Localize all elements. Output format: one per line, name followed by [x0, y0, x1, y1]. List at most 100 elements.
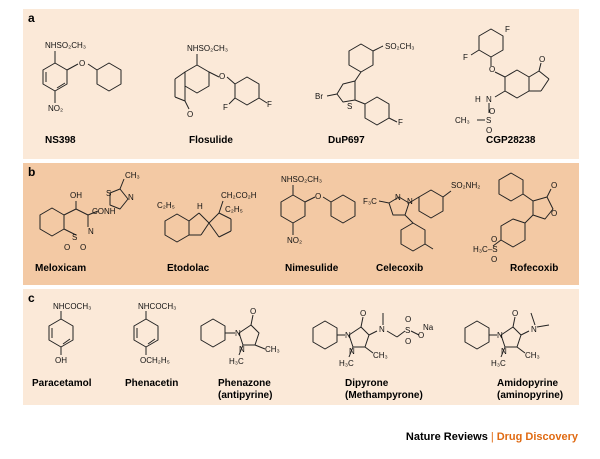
name-nimesulide: Nimesulide	[285, 263, 339, 274]
name-celecoxib: Celecoxib	[376, 263, 424, 274]
dup697-so2ch3-label: SO₂CH₃	[385, 42, 415, 51]
rofecoxib-keto-o-label: O	[551, 181, 558, 190]
phenazone-ch3a-label: H₃C	[229, 357, 244, 366]
meloxicam-n2-label: N	[88, 227, 94, 236]
cgp28238-f2-label: F	[463, 53, 468, 62]
structure-celecoxib: F₃C SO₂NH₂ N N	[355, 167, 480, 262]
dipyrone-n1-label: N	[345, 331, 351, 340]
nimesulide-nhso2ch3-label: NHSO₂CH₃	[281, 175, 323, 184]
name-rofecoxib: Rofecoxib	[510, 263, 559, 274]
cgp28238-keto-label: O	[539, 55, 546, 64]
amidopyrine-ch3a-label: H₃C	[491, 359, 506, 368]
nimesulide-bonds	[280, 185, 356, 235]
dipyrone-n3-label: N	[379, 325, 385, 334]
cgp28238-n-label: N	[486, 95, 492, 104]
amidopyrine-name-text: Amidopyrine	[497, 378, 559, 389]
phenazone-keto-o-label: O	[250, 307, 257, 316]
name-dipyrone: Dipyrone (Methampyrone)	[345, 378, 423, 402]
paracetamol-bonds	[48, 311, 74, 355]
phenazone-ch3b-label: CH₃	[265, 345, 280, 354]
meloxicam-s2-label: S	[72, 233, 78, 242]
rofecoxib-so2-label: H₃C–S	[473, 245, 498, 254]
dipyrone-synonym: (Methampyrone)	[345, 390, 423, 401]
flosulide-nhso2ch3-label: NHSO₂CH₃	[187, 44, 229, 53]
meloxicam-o2-label: O	[80, 243, 87, 252]
cgp28238-ether-o-label: O	[489, 65, 496, 74]
nimesulide-ether-o-label: O	[315, 192, 322, 201]
panel-label-a: a	[28, 11, 35, 25]
cgp28238-f1-label: F	[505, 25, 510, 34]
meloxicam-s1-label: S	[106, 189, 112, 198]
etodolac-nh-label: H	[197, 202, 203, 211]
dup697-f-label: F	[398, 118, 403, 127]
etodolac-acid-label: CH₂CO₂H	[221, 191, 257, 200]
dipyrone-s-label: S	[405, 326, 411, 335]
journal-credit: Nature Reviews|Drug Discovery	[406, 431, 578, 443]
meloxicam-n1-label: N	[128, 193, 134, 202]
structure-nimesulide: NHSO₂CH₃ O NO₂	[275, 173, 375, 258]
journal-section: Drug Discovery	[496, 431, 578, 443]
dipyrone-ch3a-label: H₃C	[339, 359, 354, 368]
meloxicam-conh-label: CONH	[92, 207, 116, 216]
etodolac-ethyl1-label: C₂H₅	[157, 201, 175, 210]
meloxicam-bonds	[39, 178, 129, 237]
phenazone-synonym: (antipyrine)	[218, 390, 273, 401]
dipyrone-keto-o-label: O	[360, 309, 367, 318]
amidopyrine-bonds	[464, 312, 550, 358]
dipyrone-o1-label: O	[405, 315, 412, 324]
celecoxib-so2nh2-label: SO₂NH₂	[451, 181, 481, 190]
phenacetin-bonds	[133, 311, 159, 355]
phenazone-name-text: Phenazone	[218, 378, 271, 389]
structure-paracetamol: NHCOCH₃ OH	[41, 301, 111, 371]
cgp28238-s-label: S	[486, 116, 492, 125]
name-cgp28238: CGP28238	[486, 135, 536, 146]
ns398-nhso2ch3-label: NHSO₂CH₃	[45, 41, 87, 50]
structure-flosulide: NHSO₂CH₃ O F F O	[163, 37, 283, 137]
paracetamol-oh-label: OH	[55, 356, 67, 365]
name-dup697: DuP697	[328, 135, 365, 146]
celecoxib-n2-label: N	[407, 197, 413, 206]
phenazone-n2-label: N	[239, 345, 245, 354]
rofecoxib-so-o2-label: O	[491, 255, 498, 264]
amidopyrine-keto-o-label: O	[512, 309, 519, 318]
name-paracetamol: Paracetamol	[32, 378, 92, 389]
panel-label-b: b	[28, 165, 36, 179]
phenacetin-oethyl-label: OCH₂H₅	[140, 356, 170, 365]
flosulide-bonds	[174, 54, 268, 110]
rofecoxib-ring-o-label: O	[551, 209, 558, 218]
nimesulide-no2-label: NO₂	[287, 236, 303, 245]
panel-label-c: c	[28, 291, 35, 305]
phenazone-n1-label: N	[235, 329, 241, 338]
etodolac-ethyl2-label: C₂H₅	[225, 205, 243, 214]
cgp28238-o1-label: O	[489, 107, 496, 116]
dipyrone-name-text: Dipyrone	[345, 378, 389, 389]
amidopyrine-n1-label: N	[497, 331, 503, 340]
panel-b: b OH CONH N S CH₃ S N O O Meloxicam	[23, 163, 579, 285]
panel-a: a NHSO₂CH₃ O NO₂ NS398	[23, 9, 579, 159]
dup697-br-label: Br	[315, 92, 323, 101]
etodolac-bonds	[164, 200, 232, 243]
ns398-ether-o-label: O	[79, 59, 86, 68]
structure-etodolac: H C₂H₅ CH₂CO₂H C₂H₅	[151, 171, 261, 256]
structure-dipyrone: O N N N H₃C CH₃ S O O O Na	[311, 295, 436, 375]
flosulide-ether-o-label: O	[219, 72, 226, 81]
name-flosulide: Flosulide	[189, 135, 233, 146]
phenacetin-amide-label: NHCOCH₃	[138, 302, 177, 311]
structure-rofecoxib: O O H₃C–S O O	[473, 167, 575, 264]
cgp28238-ch3-label: CH₃	[455, 116, 470, 125]
credit-separator: |	[490, 431, 494, 443]
structure-cgp28238: F F O O H N O CH₃ S O	[453, 19, 573, 135]
name-amidopyrine: Amidopyrine (aminopyrine)	[497, 378, 563, 402]
cgp28238-o2-label: O	[486, 126, 493, 135]
name-phenacetin: Phenacetin	[125, 378, 179, 389]
meloxicam-o1-label: O	[64, 243, 71, 252]
name-phenazone: Phenazone (antipyrine)	[218, 378, 272, 402]
name-ns398: NS398	[45, 135, 76, 146]
structure-ns398: NHSO₂CH₃ O NO₂	[33, 37, 133, 127]
meloxicam-ch3-label: CH₃	[125, 171, 140, 180]
rofecoxib-so-o1-label: O	[491, 235, 498, 244]
journal-name: Nature Reviews	[405, 431, 488, 443]
structure-phenazone: O N N H₃C CH₃	[199, 305, 289, 375]
dup697-s-label: S	[347, 102, 353, 111]
celecoxib-cf3-label: F₃C	[363, 197, 377, 206]
